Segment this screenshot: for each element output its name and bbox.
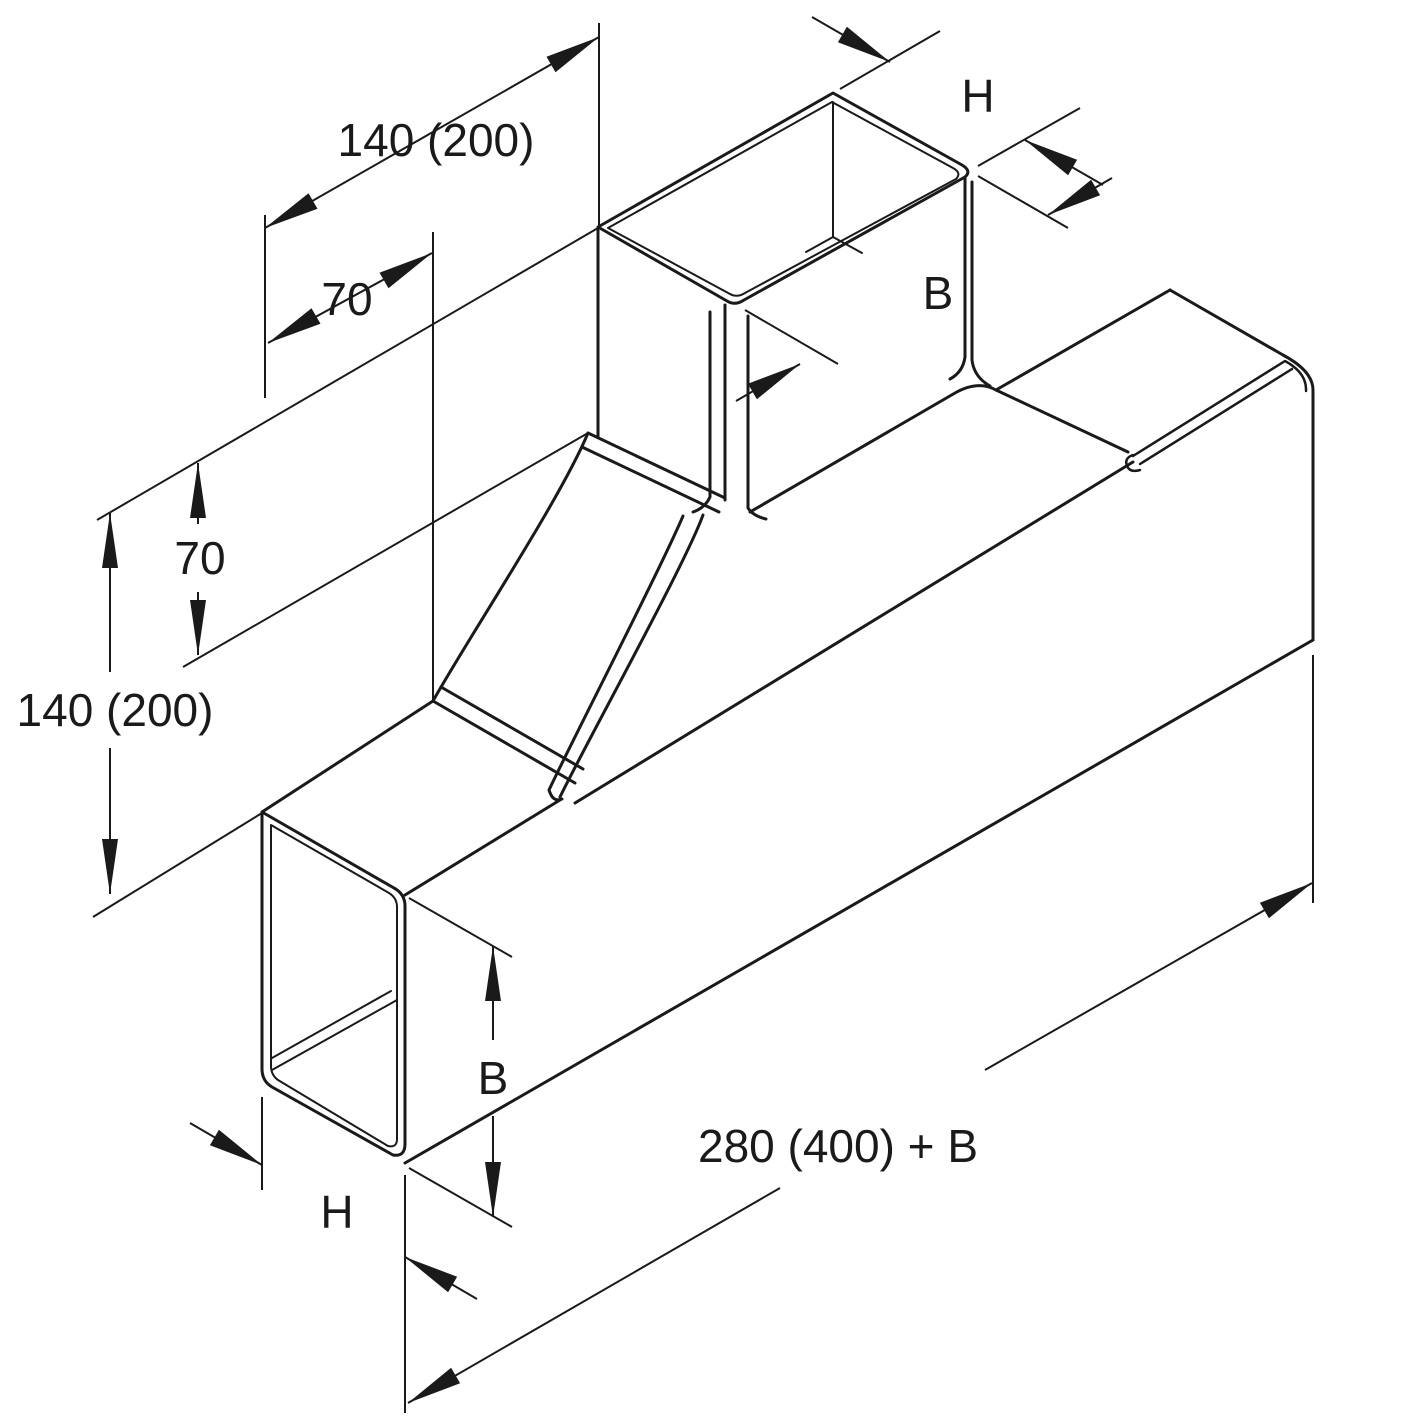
arrowhead bbox=[747, 364, 800, 400]
dimension-annotations: 140 (200) 70 70 140 (200) bbox=[17, 16, 1314, 1413]
arrowhead bbox=[190, 600, 206, 655]
dim-label-offset-top: 70 bbox=[321, 273, 372, 325]
arrowhead bbox=[1025, 140, 1078, 176]
slope-bottom-crease bbox=[431, 685, 585, 785]
arrowhead bbox=[405, 1257, 458, 1293]
dimension-b-top: B bbox=[735, 175, 1113, 402]
slope-left-edge bbox=[431, 431, 590, 703]
dimension-total-length: 280 (400) + B bbox=[407, 655, 1314, 1404]
dimension-h-top: H bbox=[811, 16, 1104, 186]
stub-interior-edges bbox=[805, 101, 863, 254]
extension-lines bbox=[264, 23, 600, 398]
lower-opening-inner bbox=[270, 824, 398, 1148]
arrowhead bbox=[485, 1162, 501, 1217]
dimension-line bbox=[264, 36, 600, 229]
dimension-length-top: 140 (200) bbox=[264, 23, 600, 398]
arrowhead bbox=[190, 463, 206, 518]
dim-label-h-top: H bbox=[961, 70, 994, 122]
arrowhead bbox=[546, 37, 599, 73]
dimension-b-side: B bbox=[408, 897, 513, 1228]
cover-front-hem bbox=[1125, 359, 1308, 473]
arrowhead bbox=[265, 193, 318, 228]
arrowhead bbox=[102, 513, 118, 568]
dim-label-height-70: 70 bbox=[174, 532, 225, 584]
duct-body bbox=[260, 91, 1315, 1165]
arrowhead bbox=[209, 1129, 262, 1165]
dim-label-total-length: 280 (400) + B bbox=[698, 1120, 978, 1172]
arrowhead bbox=[102, 839, 118, 894]
extension-lines bbox=[261, 1097, 406, 1413]
rim-level-reference-line bbox=[96, 227, 599, 521]
body-front-bottom-edge bbox=[403, 638, 1315, 1165]
body-front-top-edge bbox=[573, 460, 1135, 805]
lower-opening-interior-edges bbox=[271, 990, 398, 1071]
stub-front-corner-edges bbox=[691, 303, 768, 521]
stub-right-wall-edges bbox=[948, 175, 992, 388]
lower-opening-outer bbox=[260, 810, 407, 1157]
lower-run-top-front-edge bbox=[403, 798, 562, 897]
lower-level-reference-line bbox=[92, 812, 263, 918]
dimension-line bbox=[407, 882, 1313, 1404]
slope-right-face bbox=[547, 513, 705, 802]
arrowhead bbox=[379, 253, 432, 289]
crest-level-reference-line bbox=[182, 432, 589, 668]
dimension-height-70: 70 bbox=[174, 463, 226, 655]
dimension-h-bottom: H bbox=[189, 1097, 478, 1413]
dim-label-height-140: 140 (200) bbox=[17, 684, 214, 736]
dimension-height-140: 140 (200) bbox=[17, 513, 214, 894]
extension-lines bbox=[744, 175, 1069, 365]
dim-label-b-top: B bbox=[923, 267, 954, 319]
stub-rim-inner bbox=[607, 101, 960, 297]
arrowhead bbox=[408, 1367, 461, 1403]
dim-label-b-side: B bbox=[478, 1052, 509, 1104]
cover-and-body-right-end bbox=[1168, 288, 1315, 642]
dim-label-h-bottom: H bbox=[320, 1186, 353, 1238]
dimension-offset-top: 70 bbox=[267, 232, 434, 700]
arrowhead bbox=[1259, 883, 1312, 919]
arrowhead bbox=[485, 946, 501, 1001]
lower-run-top-left-edge bbox=[260, 699, 435, 814]
stub-base-and-cover-left-edge bbox=[748, 384, 1130, 514]
arrowhead bbox=[1048, 179, 1101, 215]
arrowhead bbox=[837, 26, 890, 62]
extension-lines bbox=[408, 897, 513, 1228]
cover-back-edge bbox=[994, 288, 1172, 392]
dim-label-length-top: 140 (200) bbox=[338, 114, 535, 166]
extension-lines bbox=[839, 30, 1081, 167]
arrowhead bbox=[268, 308, 321, 343]
slope-top-crease bbox=[580, 431, 727, 514]
